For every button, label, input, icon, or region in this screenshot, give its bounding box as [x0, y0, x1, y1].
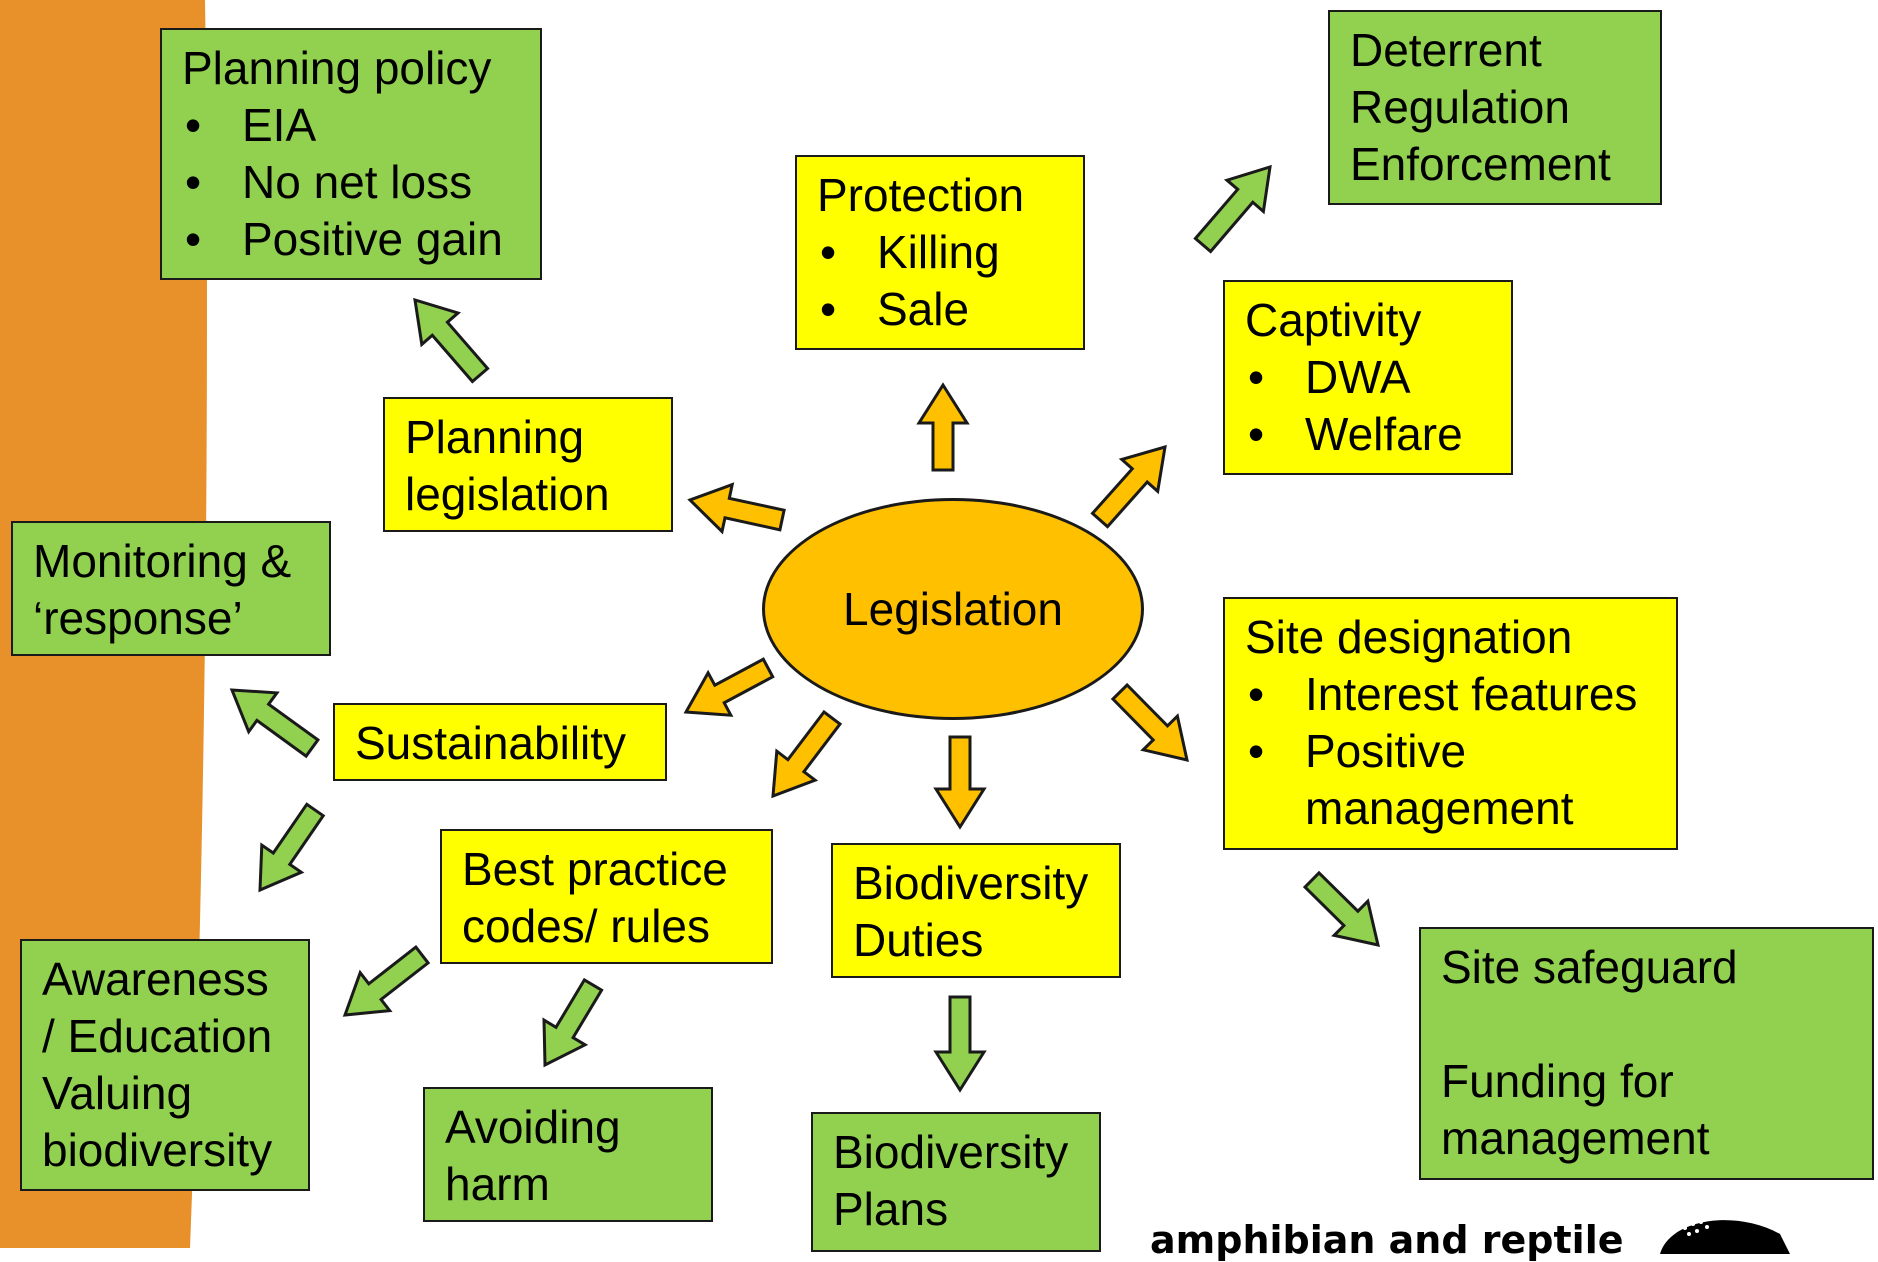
planning-legislation-line-2: legislation [405, 468, 610, 520]
avoiding-harm-line-2: harm [445, 1158, 550, 1210]
list-item: Killing [817, 224, 1063, 281]
monitoring-box: Monitoring & ‘response’ [11, 521, 331, 656]
site-safeguard-line-1: Site safeguard [1441, 941, 1738, 993]
sustainability-box: Sustainability [333, 703, 667, 781]
biodiversity-duties-line-1: Biodiversity [853, 857, 1089, 909]
planning-legislation-line-1: Planning [405, 411, 585, 463]
awareness-line-4: biodiversity [42, 1124, 273, 1176]
awareness-box: Awareness / Education Valuing biodiversi… [20, 939, 310, 1191]
biodiversity-plans-box: Biodiversity Plans [811, 1112, 1101, 1252]
arrow-to-captivity [1090, 444, 1167, 529]
avoiding-harm-box: Avoiding harm [423, 1087, 713, 1222]
planning-legislation-box: Planning legislation [383, 397, 673, 532]
protection-box: Protection Killing Sale [795, 155, 1085, 350]
best-practice-line-1: Best practice [462, 843, 728, 895]
arrow-up-to-protection [916, 382, 970, 472]
arrow-to-avoiding-harm [542, 977, 604, 1068]
site-designation-box: Site designation Interest features Posit… [1223, 597, 1678, 850]
awareness-line-2: / Education [42, 1010, 273, 1062]
arrow-to-planning-policy [413, 297, 490, 384]
awareness-line-1: Awareness [42, 953, 269, 1005]
arrow-to-sustainability [683, 657, 775, 717]
captivity-box: Captivity DWA Welfare [1223, 280, 1513, 475]
biodiversity-duties-line-2: Duties [853, 914, 984, 966]
biodiversity-plans-line-1: Biodiversity [833, 1126, 1069, 1178]
site-designation-title: Site designation [1245, 611, 1573, 663]
arrow-to-awareness-left [342, 944, 431, 1017]
arrow-to-deterrent [1193, 164, 1272, 254]
planning-policy-box: Planning policy EIA No net loss Positive… [160, 28, 542, 280]
deterrent-box: Deterrent Regulation Enforcement [1328, 10, 1662, 205]
sustainability-label: Sustainability [355, 717, 627, 769]
awareness-line-3: Valuing [42, 1067, 193, 1119]
best-practice-box: Best practice codes/ rules [440, 829, 773, 964]
legislation-label: Legislation [843, 583, 1063, 635]
arrow-to-awareness-down [258, 802, 326, 893]
planning-policy-title: Planning policy [182, 42, 492, 94]
list-item: Positive [1245, 723, 1656, 780]
site-safeguard-line-3: Funding for [1441, 1055, 1674, 1107]
site-safeguard-box: Site safeguard Funding for management [1419, 927, 1874, 1180]
arrow-to-site-designation [1110, 682, 1189, 762]
arrow-to-planning-legislation [687, 482, 786, 535]
monitoring-line-1: Monitoring & [33, 535, 292, 587]
best-practice-line-2: codes/ rules [462, 900, 711, 952]
list-item: Sale [817, 281, 1063, 338]
biodiversity-plans-line-2: Plans [833, 1183, 949, 1235]
arrow-down-to-duties [933, 735, 987, 830]
list-item: EIA [182, 97, 520, 154]
site-safeguard-line-4: management [1441, 1112, 1710, 1164]
arrow-to-monitoring [229, 688, 320, 759]
captivity-title: Captivity [1245, 294, 1422, 346]
protection-title: Protection [817, 169, 1025, 221]
biodiversity-duties-box: Biodiversity Duties [831, 843, 1121, 978]
list-item: Welfare [1245, 406, 1491, 463]
list-item: Positive gain [182, 211, 520, 268]
arrow-to-best-practice [771, 709, 843, 799]
logo-frog-icon [1660, 1220, 1790, 1254]
list-item-continuation: management [1305, 782, 1574, 834]
enforcement-line: Enforcement [1350, 138, 1611, 190]
regulation-line: Regulation [1350, 81, 1570, 133]
arrow-to-site-safeguard [1302, 870, 1380, 947]
list-item: DWA [1245, 349, 1491, 406]
avoiding-harm-line-1: Avoiding [445, 1101, 621, 1153]
legislation-ellipse: Legislation [762, 498, 1144, 720]
monitoring-line-2: ‘response’ [33, 592, 243, 644]
list-item: Interest features [1245, 666, 1656, 723]
list-item: No net loss [182, 154, 520, 211]
arrow-down-to-plans [933, 995, 987, 1093]
deterrent-line: Deterrent [1350, 24, 1542, 76]
